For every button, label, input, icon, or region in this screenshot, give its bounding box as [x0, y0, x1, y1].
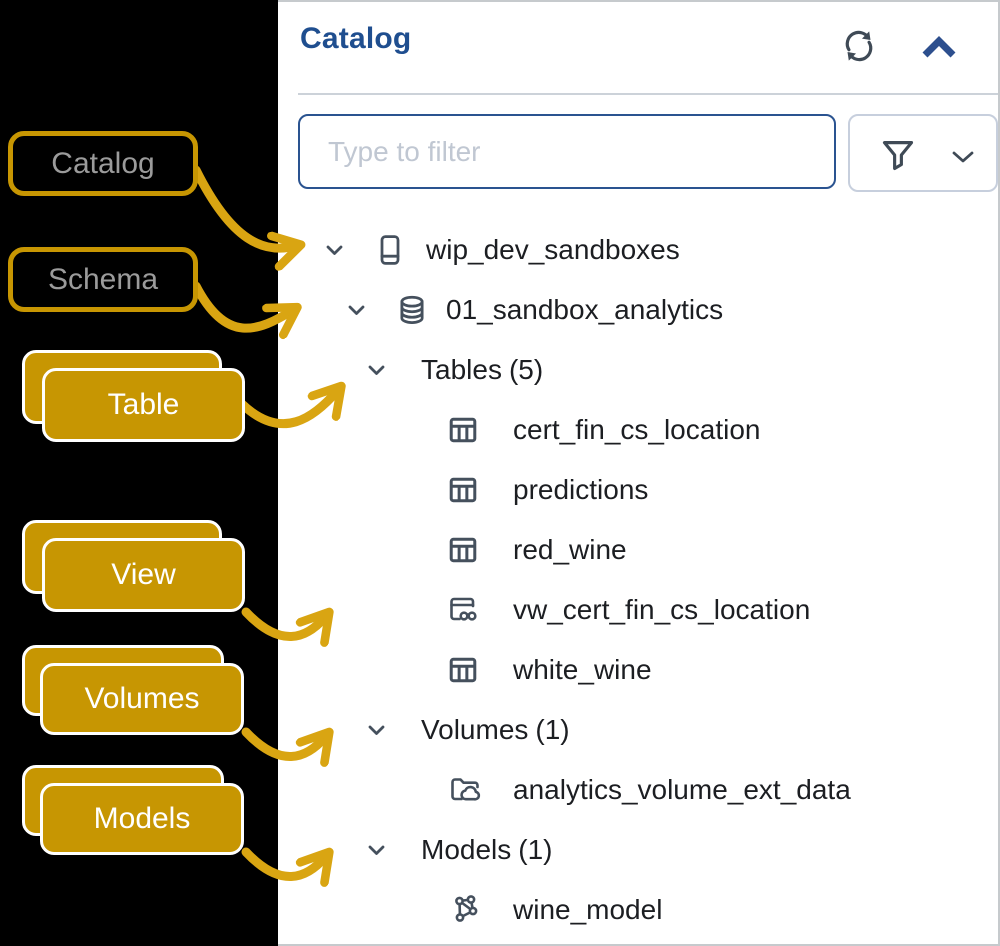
tree-row-label: vw_cert_fin_cs_location [513, 594, 811, 625]
volume-icon [448, 774, 482, 806]
annotation-card-front: Table [42, 368, 245, 442]
annotation-card-front: Models [40, 783, 244, 855]
annotation-volumes-text: Volumes [84, 682, 200, 715]
filter-options-button[interactable] [848, 114, 998, 192]
catalog-icon [374, 234, 406, 266]
tree-row-volume[interactable]: analytics_volume_ext_data [278, 760, 998, 820]
annotation-table-text: Table [107, 388, 180, 421]
tree-row-label: red_wine [513, 534, 627, 565]
table-icon [448, 655, 478, 685]
chevron-down-icon[interactable] [368, 844, 385, 857]
tree-row-view[interactable]: vw_cert_fin_cs_location [278, 580, 998, 640]
view-icon [448, 595, 478, 625]
annotation-schema-text: Schema [47, 262, 159, 296]
group-name: Models [421, 834, 512, 865]
tree-row-model[interactable]: wine_model [278, 880, 998, 940]
refresh-button[interactable] [839, 26, 879, 66]
annotation-catalog-text: Catalog [51, 146, 155, 180]
annotation-card-front: View [42, 538, 245, 612]
table-icon [448, 535, 478, 565]
table-icon [448, 475, 478, 505]
chevron-up-icon [922, 36, 956, 58]
panel-title: Catalog [300, 22, 412, 55]
catalog-panel: Catalog [278, 0, 1000, 946]
annotation-models-text: Models [93, 802, 191, 835]
tree-row-models-group[interactable]: Models(1) [278, 820, 998, 880]
refresh-icon [845, 30, 873, 62]
catalog-tree: wip_dev_sandboxes [278, 220, 998, 940]
annotation-catalog-label: Catalog [8, 131, 198, 196]
tree-row-label: predictions [513, 474, 649, 505]
tree-row-label: wine_model [513, 894, 663, 925]
annotation-card-front: Volumes [40, 663, 244, 735]
group-name: Tables [421, 354, 502, 385]
table-icon [448, 415, 478, 445]
annotation-view-text: View [111, 558, 176, 591]
tree-row-table[interactable]: white_wine [278, 640, 998, 700]
tree-row-tables-group[interactable]: Tables(5) [278, 340, 998, 400]
chevron-down-icon[interactable] [368, 364, 385, 377]
tree-row-catalog[interactable]: wip_dev_sandboxes [278, 220, 998, 280]
tree-row-table[interactable]: cert_fin_cs_location [278, 400, 998, 460]
schema-icon [395, 294, 429, 326]
tree-row-label: Models(1) [421, 834, 553, 866]
tree-row-table[interactable]: red_wine [278, 520, 998, 580]
group-count: (1) [518, 834, 553, 865]
funnel-icon [880, 138, 916, 172]
chevron-down-icon[interactable] [348, 304, 365, 317]
tree-row-label: wip_dev_sandboxes [426, 234, 680, 265]
group-count: (5) [508, 354, 544, 385]
tree-row-volumes-group[interactable]: Volumes(1) [278, 700, 998, 760]
chevron-down-icon[interactable] [326, 244, 343, 257]
tree-row-label: 01_sandbox_analytics [446, 294, 724, 325]
model-icon [448, 894, 482, 926]
annotation-schema-label: Schema [8, 247, 198, 312]
filter-input[interactable] [298, 114, 836, 189]
tree-row-label: Volumes(1) [421, 714, 570, 746]
chevron-down-icon [952, 150, 974, 164]
tree-row-label: analytics_volume_ext_data [513, 774, 851, 805]
header-divider [298, 93, 998, 95]
tree-row-label: Tables(5) [421, 354, 543, 386]
chevron-down-icon[interactable] [368, 724, 385, 737]
tree-row-label: cert_fin_cs_location [513, 414, 761, 445]
group-name: Volumes [421, 714, 529, 745]
tree-row-label: white_wine [513, 654, 652, 685]
group-count: (1) [535, 714, 570, 745]
collapse-panel-button[interactable] [921, 34, 957, 62]
tree-row-schema[interactable]: 01_sandbox_analytics [278, 280, 998, 340]
tree-row-table[interactable]: predictions [278, 460, 998, 520]
